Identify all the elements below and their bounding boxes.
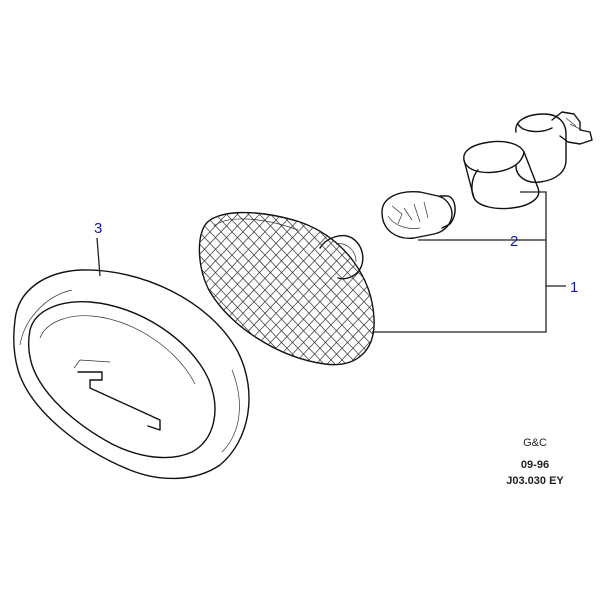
lens-diamond-pattern xyxy=(199,212,375,365)
callout-1: 1 xyxy=(570,279,578,296)
reference-code: J03.030 EY xyxy=(506,475,564,487)
leader-lines xyxy=(96,191,566,333)
callout-2: 2 xyxy=(510,233,518,250)
callout-3: 3 xyxy=(94,220,102,237)
bulb-holder xyxy=(463,111,593,210)
wedge-bulb xyxy=(381,191,456,239)
bezel-ring xyxy=(13,269,250,480)
lens-housing xyxy=(198,211,375,366)
issue-date: 09-96 xyxy=(520,459,550,471)
maker-code: G&C xyxy=(523,437,547,449)
